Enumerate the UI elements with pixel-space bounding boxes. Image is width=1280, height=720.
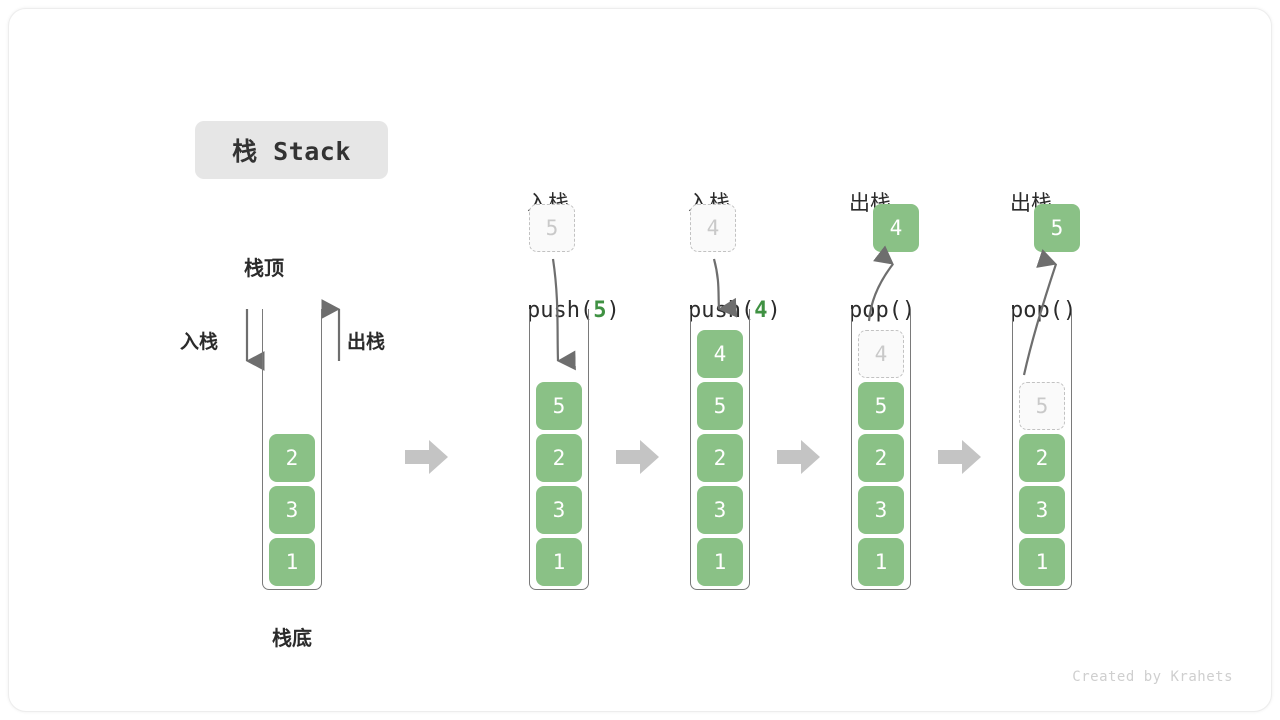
step-arrow-1 bbox=[405, 440, 448, 474]
stack-cell: 1 bbox=[858, 538, 904, 586]
popped-element-value: 4 bbox=[889, 216, 903, 240]
popped-element-value: 5 bbox=[1050, 216, 1064, 240]
stack-cell: 4 bbox=[697, 330, 743, 378]
stack-cell: 2 bbox=[858, 434, 904, 482]
step-arrow-4 bbox=[938, 440, 981, 474]
stack-cell: 2 bbox=[1019, 434, 1065, 482]
stack-cell: 1 bbox=[269, 538, 315, 586]
diagram-title-chip: 栈 Stack bbox=[195, 121, 388, 179]
step-arrow-2 bbox=[616, 440, 659, 474]
popped-element-box: 4 bbox=[873, 204, 919, 252]
stack-cell: 5 bbox=[697, 382, 743, 430]
credit-footer: Created by Krahets bbox=[1072, 669, 1233, 685]
push-direction-label: 入栈 bbox=[180, 331, 219, 353]
incoming-element-box: 4 bbox=[690, 204, 736, 252]
code-suffix: ) bbox=[767, 298, 781, 323]
incoming-element-box: 5 bbox=[529, 204, 575, 252]
popped-element-box: 5 bbox=[1034, 204, 1080, 252]
stack-cell: 3 bbox=[269, 486, 315, 534]
stack-cell: 1 bbox=[697, 538, 743, 586]
stack-top-label: 栈顶 bbox=[244, 256, 284, 280]
code-arg: 4 bbox=[754, 298, 768, 323]
pop-direction-label: 出栈 bbox=[347, 331, 386, 353]
stack-cell: 2 bbox=[697, 434, 743, 482]
stack-bottom-label: 栈底 bbox=[272, 626, 312, 650]
stack-cell: 5 bbox=[858, 382, 904, 430]
code-suffix: ) bbox=[606, 298, 620, 323]
stack-cell: 2 bbox=[536, 434, 582, 482]
incoming-element-value: 5 bbox=[545, 216, 559, 240]
stack-cell-ghost: 4 bbox=[858, 330, 904, 378]
page-title: 栈 Stack bbox=[232, 137, 351, 166]
stack-cell: 3 bbox=[697, 486, 743, 534]
stack-cell: 3 bbox=[1019, 486, 1065, 534]
stack-cell: 3 bbox=[858, 486, 904, 534]
incoming-element-value: 4 bbox=[706, 216, 720, 240]
stack-cell: 3 bbox=[536, 486, 582, 534]
stack-cell: 1 bbox=[536, 538, 582, 586]
step-arrow-3 bbox=[777, 440, 820, 474]
stack-cell: 2 bbox=[269, 434, 315, 482]
stack-cell: 5 bbox=[536, 382, 582, 430]
stack-cell-ghost: 5 bbox=[1019, 382, 1065, 430]
code-arg: 5 bbox=[593, 298, 607, 323]
stack-cell: 1 bbox=[1019, 538, 1065, 586]
